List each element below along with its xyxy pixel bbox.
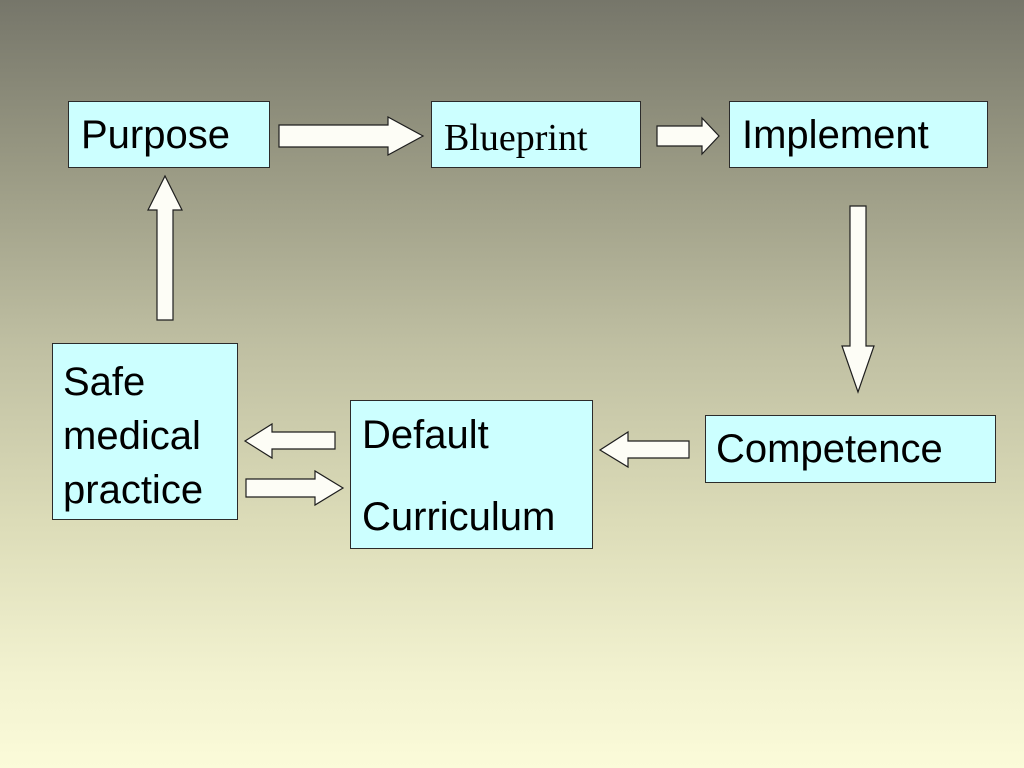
- curriculum-label: Curriculum: [362, 495, 556, 539]
- arrow-safe-practice-to-purpose-icon: [147, 174, 183, 321]
- implement-label: Implement: [742, 113, 929, 157]
- default-label: Default: [362, 413, 489, 457]
- default-curriculum-box: Default Curriculum: [350, 400, 593, 549]
- competence-box: Competence: [705, 415, 996, 483]
- arrow-competence-to-curriculum-icon: [598, 430, 690, 469]
- arrow-implement-to-competence-icon: [841, 205, 875, 394]
- arrow-curriculum-to-safe-practice-icon: [243, 422, 336, 460]
- arrow-blueprint-to-implement-icon: [656, 116, 720, 156]
- blueprint-label: Blueprint: [444, 117, 588, 159]
- medical-label: medical: [63, 414, 201, 458]
- practice-label: practice: [63, 468, 204, 512]
- arrow-safe-practice-to-curriculum-icon: [245, 469, 345, 507]
- blueprint-box: Blueprint: [431, 101, 641, 168]
- safe-label: Safe: [63, 360, 146, 404]
- safe-medical-practice-box: Safe medical practice: [52, 343, 238, 520]
- implement-box: Implement: [729, 101, 988, 168]
- purpose-box: Purpose: [68, 101, 270, 168]
- competence-label: Competence: [716, 427, 943, 471]
- arrow-purpose-to-blueprint-icon: [278, 115, 425, 157]
- purpose-label: Purpose: [81, 113, 230, 157]
